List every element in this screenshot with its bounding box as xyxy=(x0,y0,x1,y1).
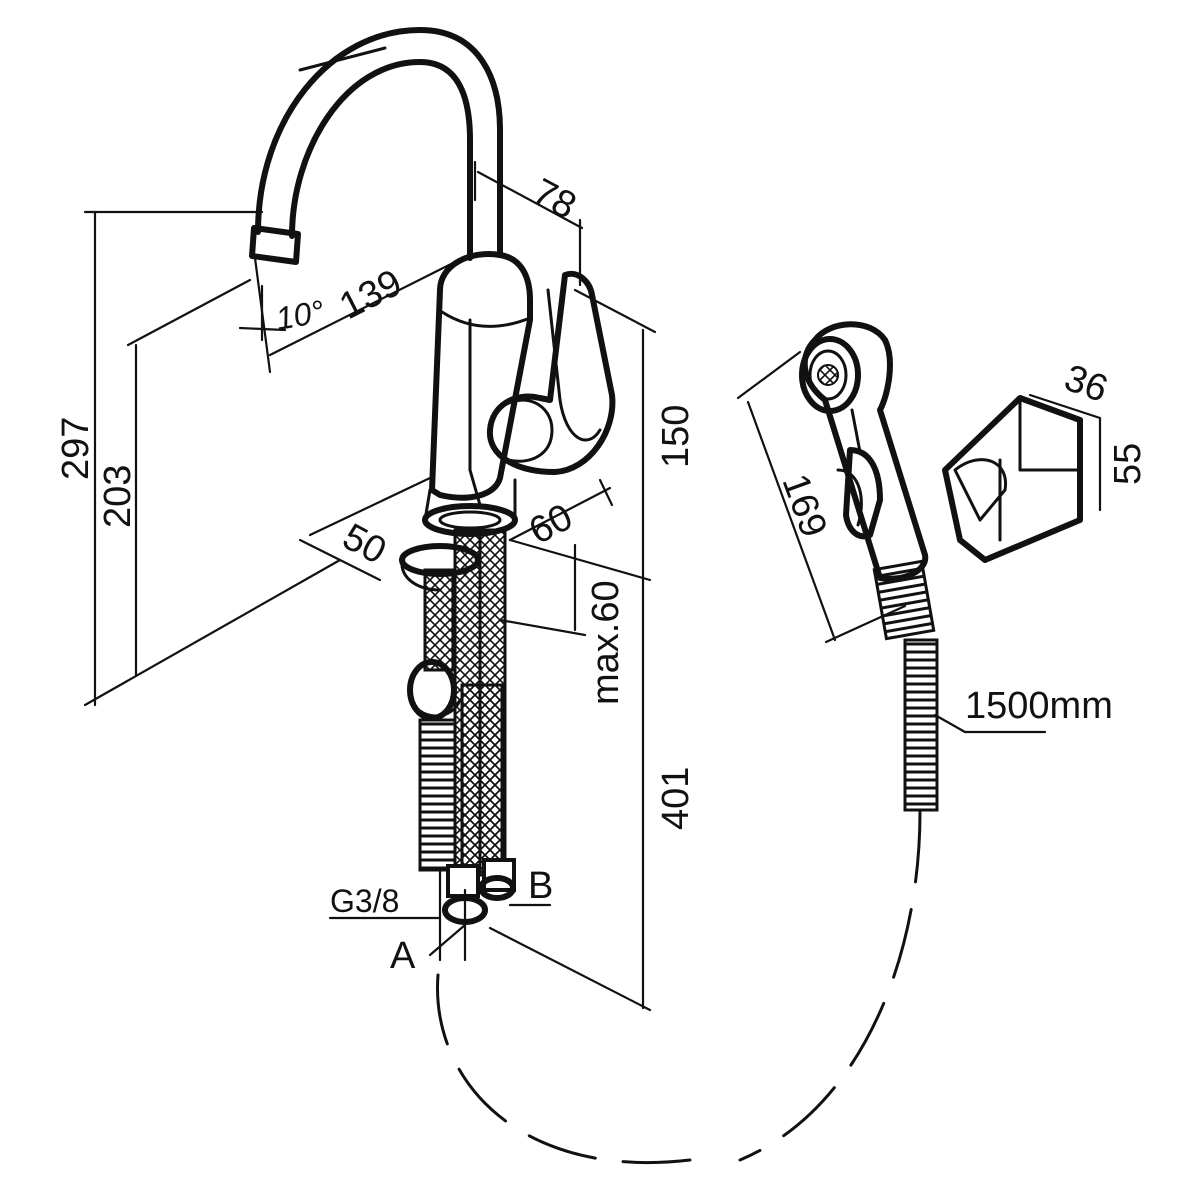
label-max-60: max.60 xyxy=(585,580,627,705)
dimension-labels: 297 203 139 10° 78 150 60 50 max.60 401 … xyxy=(55,171,1149,977)
label-g3-8: G3/8 xyxy=(330,883,399,919)
label-10-degree: 10° xyxy=(273,293,327,337)
sprayer-holder xyxy=(942,393,1102,563)
label-150: 150 xyxy=(655,405,697,468)
label-55: 55 xyxy=(1107,443,1149,485)
label-60: 60 xyxy=(523,496,580,553)
label-78: 78 xyxy=(526,171,583,228)
label-297: 297 xyxy=(55,417,97,480)
label-a: A xyxy=(390,935,416,977)
dimension-lines xyxy=(83,160,657,1012)
label-169: 169 xyxy=(774,469,835,543)
hand-sprayer xyxy=(436,321,1047,1165)
label-b: B xyxy=(528,865,553,907)
label-203: 203 xyxy=(97,465,139,528)
supply-hoses xyxy=(407,528,516,925)
label-401: 401 xyxy=(655,767,697,830)
label-50: 50 xyxy=(336,516,393,573)
label-1500mm: 1500mm xyxy=(965,685,1113,727)
label-36: 36 xyxy=(1059,357,1113,411)
